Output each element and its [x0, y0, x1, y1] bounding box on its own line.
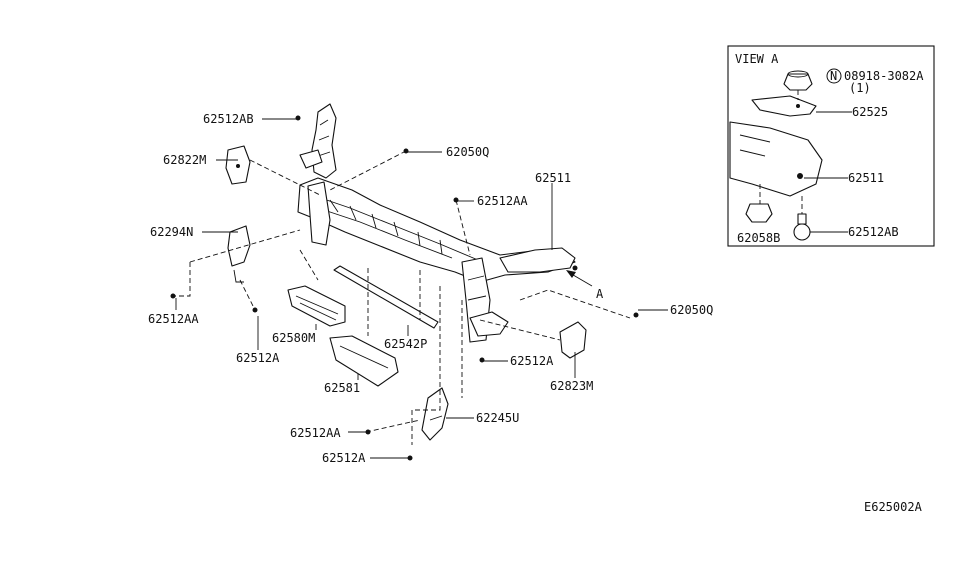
label-62580M: 62580M: [272, 331, 315, 345]
label-62525: 62525: [852, 105, 888, 119]
seal-62542P: [333, 265, 439, 329]
leader-lines: [175, 118, 668, 459]
label-nut-qty: (1): [849, 81, 871, 95]
label-62511-view-a: 62511: [848, 171, 884, 185]
part-number-labels: 62512AB 62822M 62294N 62512AA 62512A 625…: [148, 112, 923, 514]
label-62542P: 62542P: [384, 337, 427, 351]
view-a-inset: VIEW A N 08918-3082A (1) 62525 62511 620…: [727, 45, 935, 247]
assembly-dashed-lines: [173, 150, 631, 445]
nut-symbol: N: [830, 69, 837, 83]
air-guide-62581: [329, 335, 399, 387]
bracket-62245U: [421, 387, 449, 441]
label-62512AB: 62512AB: [203, 112, 254, 126]
arrow-label-a: A: [596, 287, 604, 301]
bracket-62294N: [227, 225, 251, 283]
label-62512A-right: 62512A: [510, 354, 554, 368]
label-62581: 62581: [324, 381, 360, 395]
label-62512AA-bottom: 62512AA: [290, 426, 341, 440]
label-62512AB-view-a: 62512AB: [848, 225, 899, 239]
label-62512A-left: 62512A: [236, 351, 280, 365]
label-62050Q-right: 62050Q: [670, 303, 713, 317]
air-guide-62580M: [287, 285, 346, 327]
label-62512AA-left: 62512AA: [148, 312, 199, 326]
label-62511: 62511: [535, 171, 571, 185]
label-62050Q-top: 62050Q: [446, 145, 489, 159]
label-62245U: 62245U: [476, 411, 519, 425]
label-62512AA-mid: 62512AA: [477, 194, 528, 208]
bracket-62822M: [225, 145, 251, 185]
label-62822M: 62822M: [163, 153, 206, 167]
view-a-arrow: [566, 270, 593, 287]
drawing-code: E625002A: [864, 500, 923, 514]
radiator-core-support: [297, 103, 578, 343]
view-a-title: VIEW A: [735, 52, 779, 66]
bracket-62823M: [559, 321, 587, 359]
label-62058B: 62058B: [737, 231, 780, 245]
label-08918-3082A: 08918-3082A: [844, 69, 924, 83]
label-62512A-bottom: 62512A: [322, 451, 366, 465]
label-62294N: 62294N: [150, 225, 193, 239]
label-62823M: 62823M: [550, 379, 593, 393]
